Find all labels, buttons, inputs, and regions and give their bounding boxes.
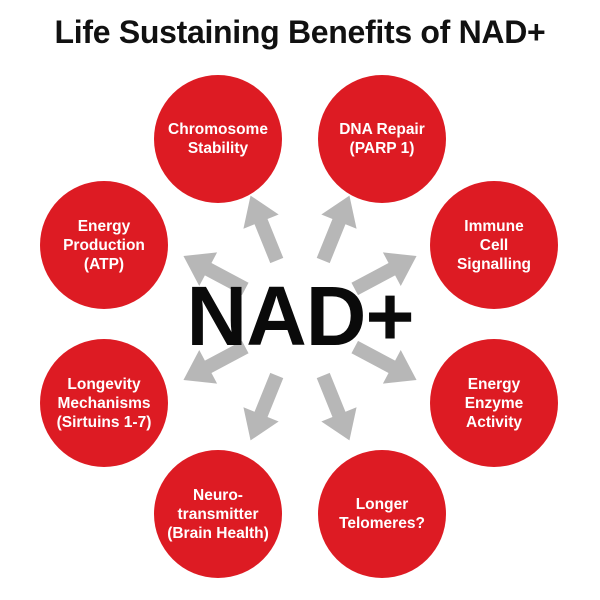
benefit-circle-chromosome-stability: Chromosome Stability <box>154 75 282 203</box>
benefit-circle-energy-enzyme-activity: Energy Enzyme Activity <box>430 339 558 467</box>
radiating-arrow-1 <box>243 195 284 264</box>
radiating-arrow-2 <box>316 195 357 264</box>
radiating-arrow-5 <box>316 372 357 441</box>
radiating-arrow-7 <box>183 340 249 384</box>
benefit-label: Longer Telomeres? <box>339 496 425 532</box>
center-nad-label: NAD+ <box>186 269 414 363</box>
benefit-circle-dna-repair: DNA Repair (PARP 1) <box>318 75 446 203</box>
diagram-title: Life Sustaining Benefits of NAD+ <box>54 14 546 50</box>
benefit-circle-longer-telomeres: Longer Telomeres? <box>318 450 446 578</box>
radiating-arrow-6 <box>243 372 284 441</box>
benefit-circle-energy-production: Energy Production (ATP) <box>40 181 168 309</box>
radiating-arrow-4 <box>351 340 417 384</box>
benefit-circle-longevity-mechanisms: Longevity Mechanisms (Sirtuins 1-7) <box>40 339 168 467</box>
benefit-circle-neurotransmitter: Neuro- transmitter (Brain Health) <box>154 450 282 578</box>
benefit-label: DNA Repair (PARP 1) <box>339 121 425 157</box>
benefit-label: Energy Production (ATP) <box>63 217 145 273</box>
benefit-label: Energy Enzyme Activity <box>464 375 524 431</box>
radiating-arrow-3 <box>351 252 417 296</box>
benefit-circle-immune-cell-signalling: Immune Cell Signalling <box>430 181 558 309</box>
benefit-label: Chromosome Stability <box>168 121 268 157</box>
benefit-label: Immune Cell Signalling <box>456 217 532 273</box>
benefit-label: Neuro- transmitter (Brain Health) <box>167 486 269 542</box>
radiating-arrow-8 <box>183 252 249 296</box>
benefit-label: Longevity Mechanisms (Sirtuins 1-7) <box>56 375 152 431</box>
